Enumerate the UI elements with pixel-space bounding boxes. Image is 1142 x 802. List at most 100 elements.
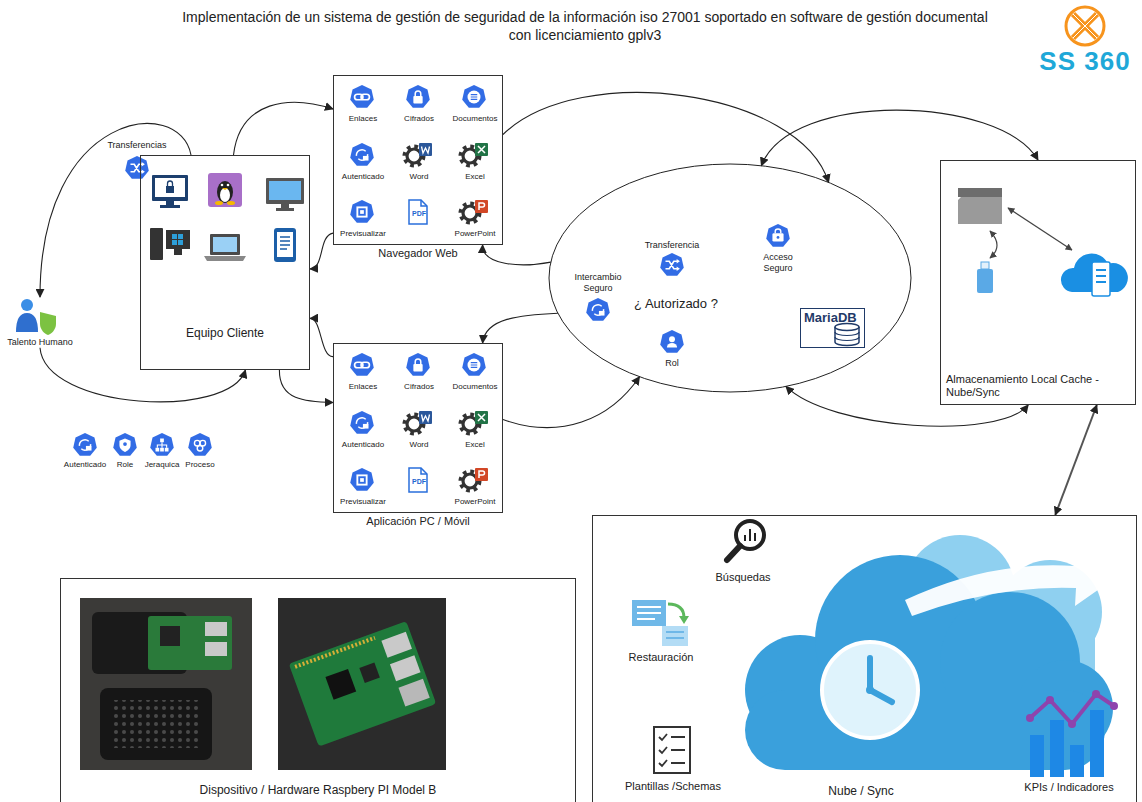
container-box: Nube / SyncBúsquedasRestauraciónPlantill… bbox=[592, 515, 1137, 802]
connector-arrow bbox=[1055, 405, 1097, 515]
process-icon bbox=[188, 433, 212, 456]
icon-caption: Intercambio Seguro bbox=[570, 272, 626, 294]
icon-caption: Documentos bbox=[453, 114, 498, 124]
icon-caption: PowerPoint bbox=[455, 229, 496, 239]
icon-caption: Autenticado bbox=[342, 172, 384, 182]
icon-caption: Rol bbox=[665, 358, 679, 369]
icon-tile: Transferencias bbox=[107, 140, 166, 181]
box-caption: Equipo Cliente bbox=[145, 326, 305, 340]
icon-tile: Excel bbox=[465, 143, 485, 182]
icon-caption: Talento Humano bbox=[7, 337, 73, 348]
icon-caption: Cifrados bbox=[404, 114, 434, 124]
icon-tile: Transferencia bbox=[645, 240, 700, 279]
ellipse-shape bbox=[549, 164, 911, 392]
icon-caption: Proceso bbox=[185, 460, 214, 470]
icon-tile: Role bbox=[117, 432, 133, 470]
box-caption: Aplicación PC / Móvil bbox=[334, 515, 502, 528]
role-icon bbox=[113, 433, 137, 456]
icon-caption: Jeraquica bbox=[145, 460, 180, 470]
icon-caption: Excel bbox=[465, 440, 485, 450]
icon-tile: Proceso bbox=[185, 432, 214, 470]
icon-caption: Role bbox=[117, 460, 133, 470]
icon-tile: Previsualizar bbox=[340, 200, 386, 239]
icon-caption: Autenticado bbox=[342, 440, 384, 450]
database-icon bbox=[835, 324, 859, 346]
icon-caption: Transferencia bbox=[645, 240, 700, 251]
icon-caption: KPIs / Indicadores bbox=[1024, 781, 1113, 794]
connector-arrow bbox=[503, 377, 640, 428]
connector-arrow bbox=[279, 370, 333, 403]
diagram-title: Implementación de un sistema de gestión … bbox=[170, 8, 1000, 44]
connector-arrow bbox=[40, 348, 245, 402]
container-box: Aplicación PC / MóvilEnlacesCifradosDocu… bbox=[333, 343, 503, 513]
search-icon bbox=[727, 521, 764, 560]
connector-arrow bbox=[483, 245, 551, 265]
icon-tile: PDF bbox=[412, 478, 426, 486]
app-icons bbox=[350, 353, 488, 492]
icon-tile: Acceso Seguro bbox=[755, 223, 801, 274]
icon-caption: Excel bbox=[465, 172, 485, 182]
icon-tile: Plantillas /Schemas bbox=[625, 726, 721, 793]
icon-tile: KPIs / Indicadores bbox=[1024, 701, 1113, 794]
icon-caption: Acceso Seguro bbox=[755, 252, 801, 274]
connector-arrow bbox=[40, 124, 191, 297]
icon-tile: Documentos bbox=[453, 85, 498, 124]
connector-arrow bbox=[483, 313, 558, 343]
icon-tile: PDF bbox=[412, 210, 426, 218]
container-box: Almacenamiento Local Cache - Nube/Sync bbox=[940, 160, 1136, 405]
icon-tile: Autenticado bbox=[64, 432, 106, 470]
connector-arrow bbox=[761, 110, 1038, 166]
icon-caption: Autenticado bbox=[64, 460, 106, 470]
box-caption: Navegador Web bbox=[334, 247, 502, 260]
checklist-icon bbox=[654, 727, 690, 773]
icon-caption: Word bbox=[410, 172, 429, 182]
icon-tile: Cifrados bbox=[404, 353, 434, 392]
icon-tile: Talento Humano bbox=[7, 297, 73, 348]
icon-caption: Documentos bbox=[453, 382, 498, 392]
icon-caption: Transferencias bbox=[107, 140, 166, 151]
secure-exchange-icon bbox=[586, 298, 610, 321]
icon-tile: PowerPoint bbox=[455, 200, 496, 239]
client-devices bbox=[150, 173, 304, 262]
connector-arrow bbox=[503, 93, 829, 183]
database-box: MariaDB bbox=[800, 308, 865, 348]
icon-tile: Intercambio Seguro bbox=[570, 272, 626, 322]
icon-tile: Enlaces bbox=[349, 85, 377, 124]
connector-arrow bbox=[234, 102, 334, 155]
icon-caption: Word bbox=[410, 440, 429, 450]
box-caption: Nube / Sync bbox=[828, 784, 893, 798]
icon-caption: Búsquedas bbox=[715, 571, 770, 584]
restore-icon bbox=[632, 600, 689, 646]
auth-icon bbox=[73, 433, 97, 456]
transfer-icon bbox=[125, 156, 149, 179]
icon-tile: Enlaces bbox=[349, 353, 377, 392]
icon-caption: Cifrados bbox=[404, 382, 434, 392]
hierarchy-icon bbox=[150, 433, 174, 456]
connector-arrow bbox=[310, 318, 333, 356]
decision-ellipse: ¿ Autorizado ?TransferenciaAcceso Seguro… bbox=[548, 163, 912, 393]
icon-tile: Excel bbox=[465, 411, 485, 450]
role-icon bbox=[660, 330, 684, 353]
container-box: Dispositivo / Hardware Raspbery PI Model… bbox=[60, 578, 576, 802]
icon-caption: Previsualizar bbox=[340, 229, 386, 239]
raspberry-photos bbox=[80, 598, 446, 770]
icon-tile: Jeraquica bbox=[145, 432, 180, 470]
icon-caption: Enlaces bbox=[349, 114, 377, 124]
secure-access-icon bbox=[766, 224, 790, 247]
transfer-icon bbox=[660, 253, 684, 276]
icon-tile: Word bbox=[410, 143, 429, 182]
icon-caption: PowerPoint bbox=[455, 497, 496, 507]
logo-text: SS 360 bbox=[1030, 46, 1140, 76]
icon-tile: PowerPoint bbox=[455, 468, 496, 507]
icon-caption: PDF bbox=[412, 210, 426, 218]
kpi-chart bbox=[1026, 690, 1118, 777]
box-caption: Almacenamiento Local Cache - Nube/Sync bbox=[946, 373, 1130, 399]
icon-tile: Word bbox=[410, 411, 429, 450]
icon-tile: Previsualizar bbox=[340, 468, 386, 507]
storage-icons bbox=[958, 188, 1128, 296]
box-caption: Dispositivo / Hardware Raspbery PI Model… bbox=[65, 783, 571, 797]
icon-caption: Plantillas /Schemas bbox=[625, 780, 721, 793]
